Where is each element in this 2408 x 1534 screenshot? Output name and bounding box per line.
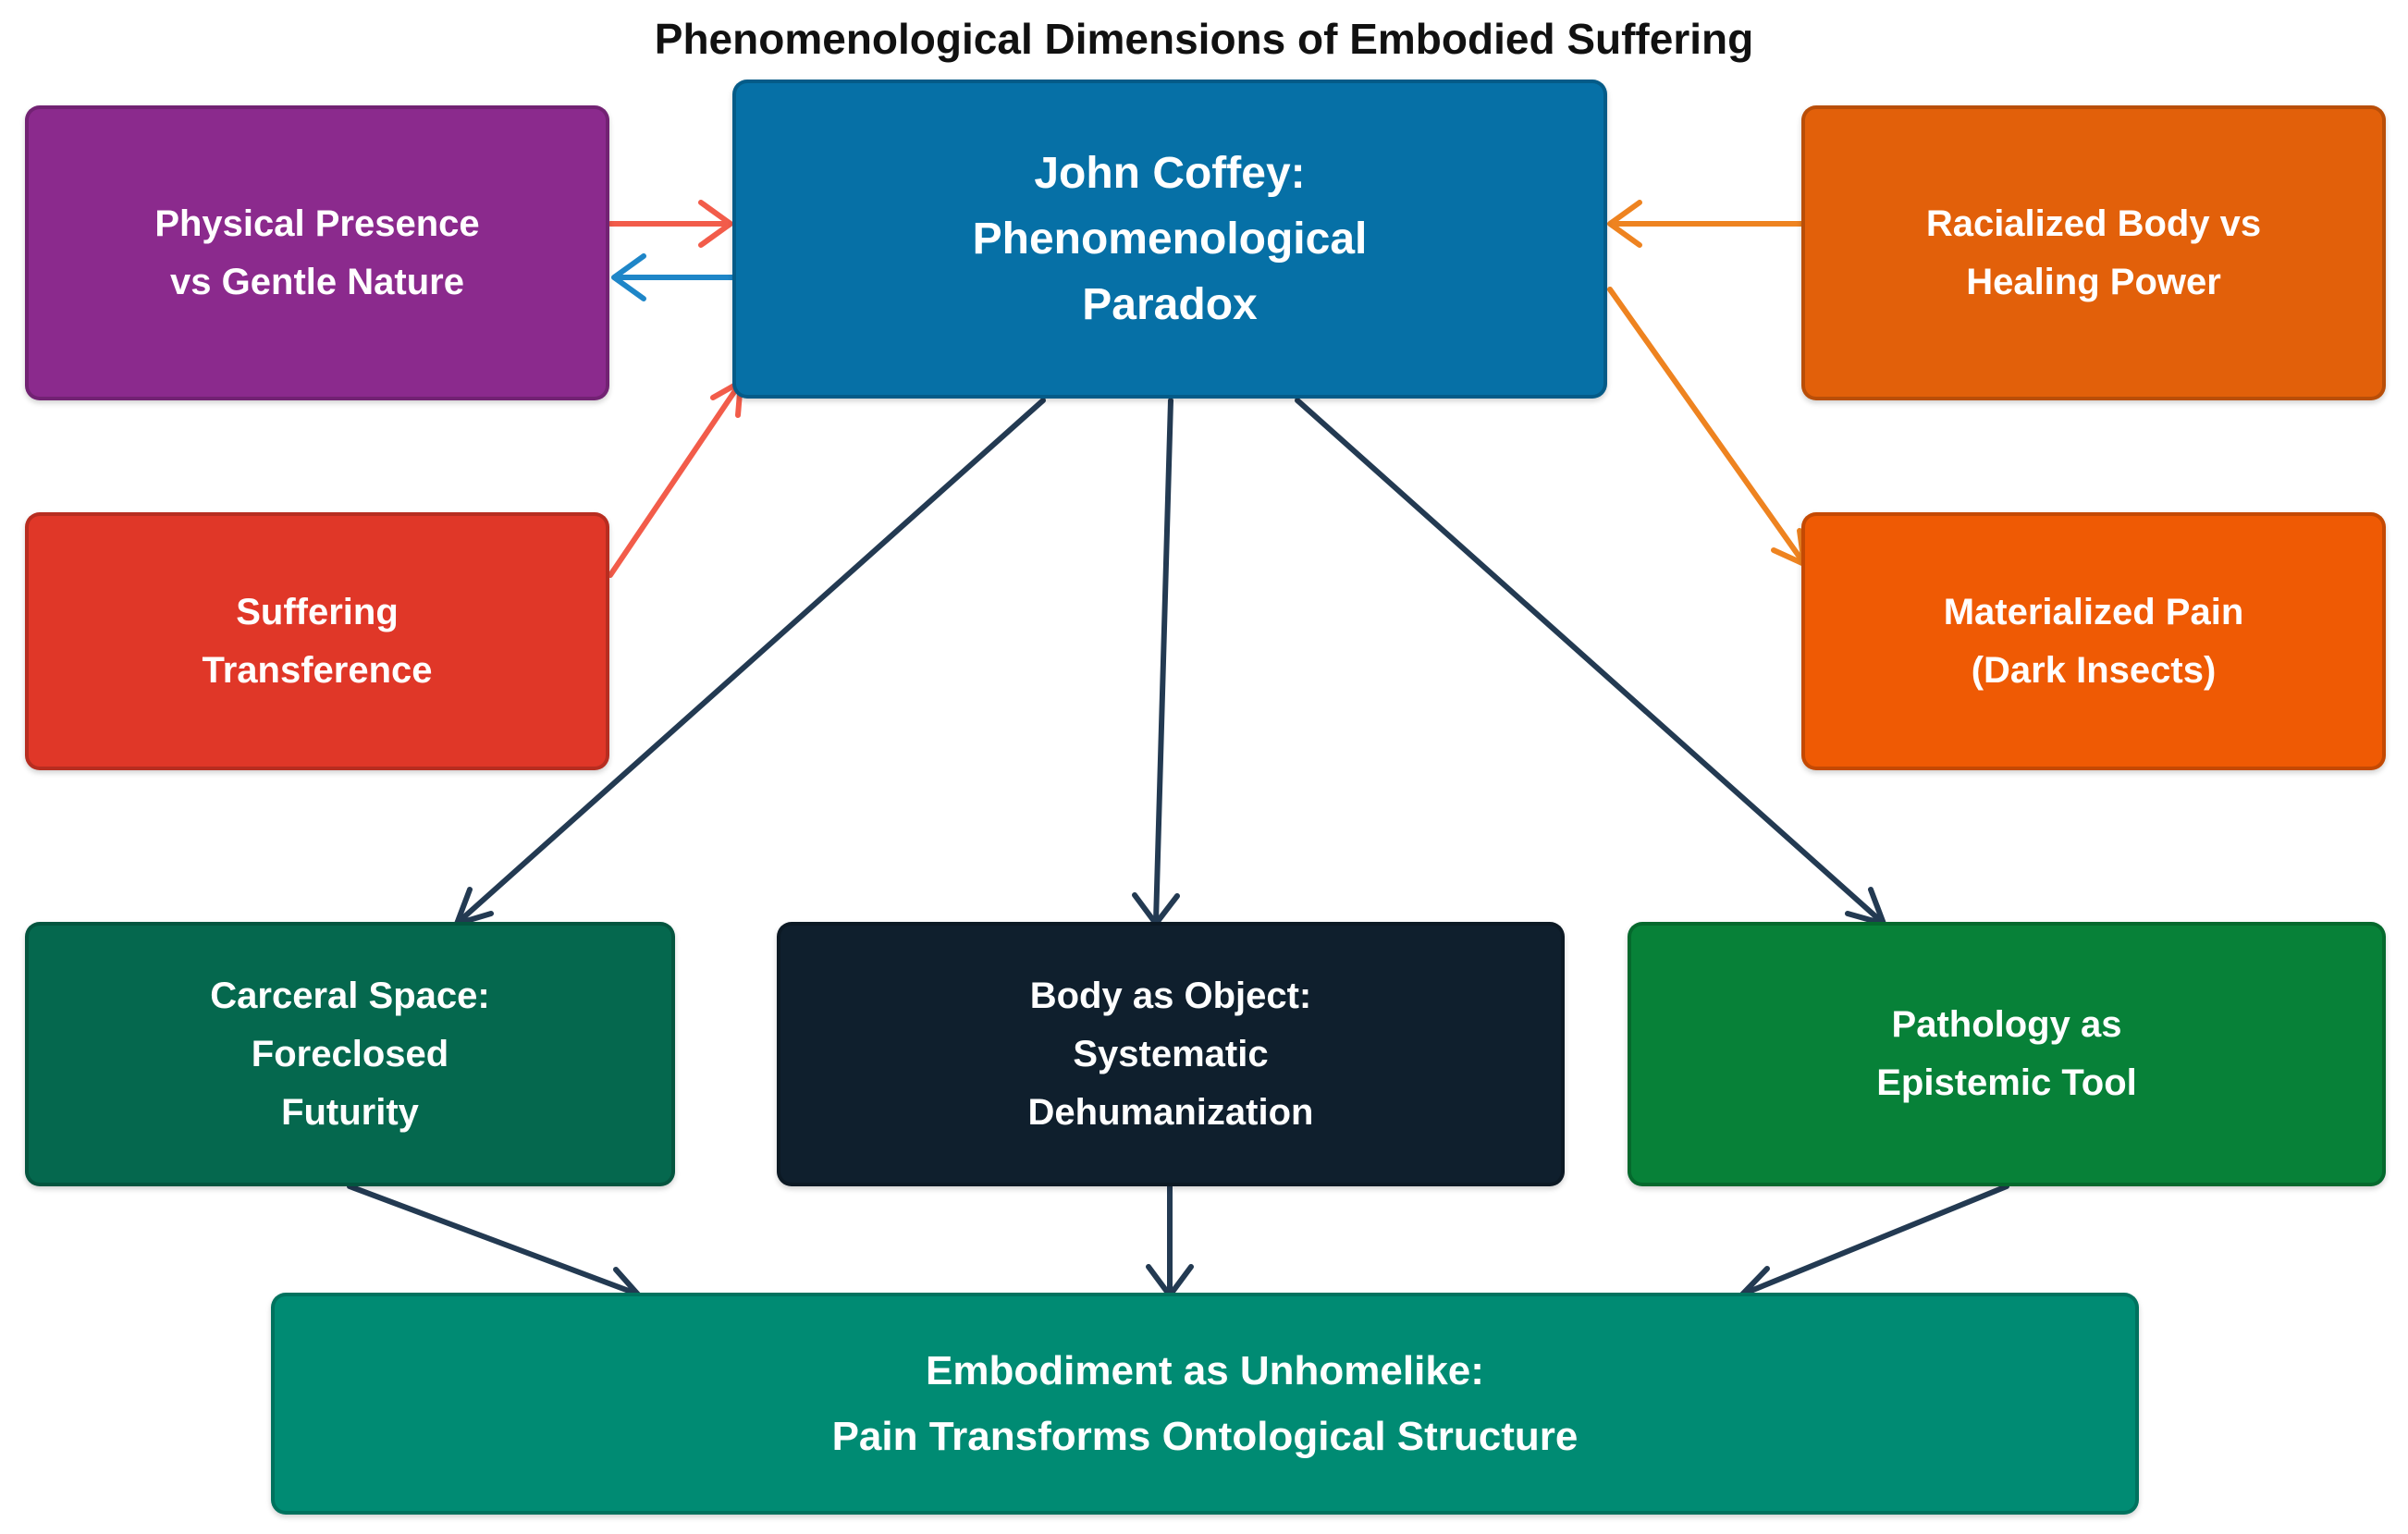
arrow-physical-to-center [608,200,733,248]
node-center-label: John Coffey: Phenomenological Paradox [972,149,1368,329]
arrow-center-to-materialized [1607,287,1807,567]
arrow-center-to-physical [611,253,738,301]
node-embodiment-label: Embodiment as Unhomelike: Pain Transform… [831,1348,1579,1459]
node-pathology[interactable]: Pathology as Epistemic Tool [1628,922,2386,1186]
arrow-suffering-to-center [608,379,743,578]
node-physical-label: Physical Presence vs Gentle Nature [154,202,480,302]
node-body-label: Body as Object: Systematic Dehumanizatio… [1027,975,1314,1133]
node-embodiment-unhomelike[interactable]: Embodiment as Unhomelike: Pain Transform… [271,1293,2139,1515]
node-materialized-pain[interactable]: Materialized Pain (Dark Insects) [1801,512,2386,770]
arrow-carceral-to-embodiment [347,1184,641,1303]
node-physical-presence[interactable]: Physical Presence vs Gentle Nature [25,105,609,400]
arrow-pathology-to-embodiment [1739,1184,2009,1301]
node-suffering-transference[interactable]: Suffering Transference [25,512,609,770]
arrow-center-to-pathology [1295,398,1886,927]
node-suffering-label: Suffering Transference [202,591,433,691]
arrow-center-to-body [1132,398,1180,927]
node-carceral-space[interactable]: Carceral Space: Foreclosed Futurity [25,922,675,1186]
node-pathology-label: Pathology as Epistemic Tool [1876,1004,2137,1103]
arrow-body-to-embodiment [1146,1184,1194,1298]
diagram-title: Phenomenological Dimensions of Embodied … [654,15,1754,63]
node-body-as-object[interactable]: Body as Object: Systematic Dehumanizatio… [777,922,1565,1186]
arrow-racialized-to-center [1607,200,1806,248]
node-racialized-body[interactable]: Racialized Body vs Healing Power [1801,105,2386,400]
node-center-paradox[interactable]: John Coffey: Phenomenological Paradox [732,80,1607,399]
node-carceral-label: Carceral Space: Foreclosed Futurity [210,975,490,1133]
node-materialized-label: Materialized Pain (Dark Insects) [1943,591,2244,691]
node-racialized-label: Racialized Body vs Healing Power [1925,202,2262,302]
